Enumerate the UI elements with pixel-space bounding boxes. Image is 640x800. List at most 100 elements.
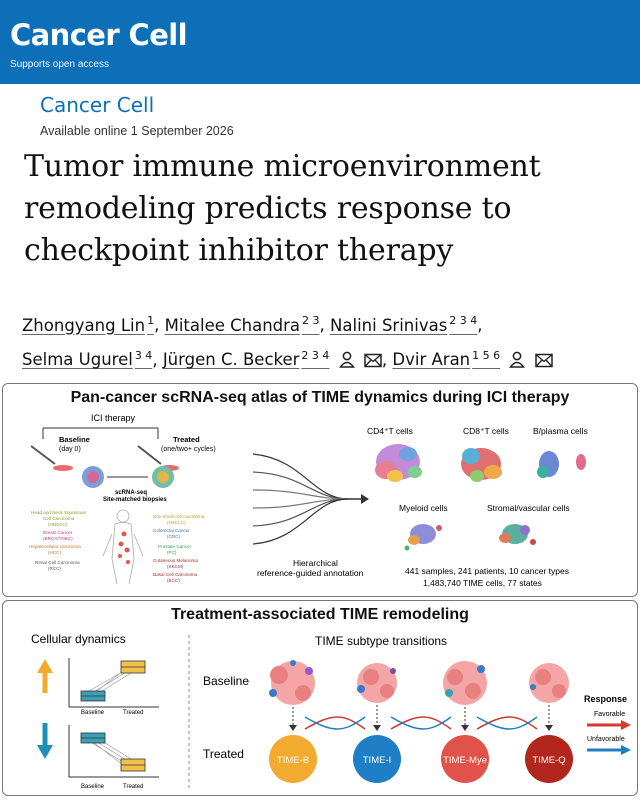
- subtype-time-i: TIME-I: [353, 735, 401, 783]
- svg-text:Hepatocellular carcinoma: Hepatocellular carcinoma: [29, 544, 81, 549]
- dynamics-plot-down: Baseline Treated: [68, 725, 159, 790]
- svg-text:TIME-Q: TIME-Q: [532, 755, 565, 766]
- annotation-label: Hierarchical: [293, 558, 338, 568]
- article-title: Tumor immune microenvironment remodeling…: [24, 146, 624, 272]
- subtype-time-mye: TIME-Mye: [441, 735, 489, 783]
- svg-text:TIME-Mye: TIME-Mye: [443, 755, 487, 766]
- unfavorable-arrow-icon: [587, 745, 631, 755]
- svg-text:Colorectal Cancer: Colorectal Cancer: [153, 528, 190, 533]
- axis-label: Treated: [123, 784, 143, 790]
- scrna-label: scRNA-seq: [115, 490, 147, 496]
- svg-text:Breast Cancer: Breast Cancer: [43, 530, 73, 535]
- author-affiliation[interactable]: 2 3 4: [301, 348, 330, 362]
- atlas-summary: 1,483,740 TIME cells, 77 states: [423, 578, 542, 588]
- author-affiliation[interactable]: 1 5 6: [472, 348, 501, 362]
- svg-text:Head and Neck Squamous: Head and Neck Squamous: [31, 510, 87, 515]
- axis-label: Baseline: [81, 710, 105, 716]
- decrease-arrow-icon: [37, 723, 53, 759]
- cell-type-label: CD8⁺T cells: [463, 426, 509, 436]
- tumor-cluster-icon: [443, 661, 487, 705]
- site-header: Cancer Cell Supports open access: [0, 0, 640, 84]
- title-line: remodeling predicts response to: [24, 191, 512, 226]
- author-name: Nalini Srinivas: [330, 315, 448, 335]
- cell-type-label: Myeloid cells: [399, 503, 448, 513]
- svg-text:Renal Cell Carcinoma: Renal Cell Carcinoma: [35, 560, 80, 565]
- svg-text:(HNSCC): (HNSCC): [48, 522, 68, 527]
- author-affiliation[interactable]: 2 3 4: [449, 314, 478, 327]
- svg-text:(RCC): (RCC): [48, 566, 61, 571]
- person-icon[interactable]: [338, 351, 355, 368]
- author-name: Selma Ugurel: [22, 350, 133, 369]
- cellular-dynamics-label: Cellular dynamics: [31, 632, 126, 646]
- increase-arrow-icon: [37, 659, 53, 693]
- cell-type-label: B/plasma cells: [533, 426, 588, 436]
- axis-label: Baseline: [81, 784, 105, 790]
- transition-curves: [304, 716, 538, 730]
- dynamics-plot-up: Baseline Treated: [68, 658, 159, 716]
- umap-bcell-cluster: [537, 451, 586, 478]
- response-legend-title: Response: [584, 694, 627, 704]
- svg-text:(BCC): (BCC): [167, 578, 180, 583]
- umap-stromal-cluster: [499, 524, 536, 545]
- tumor-cluster-icon: [269, 660, 315, 705]
- svg-text:Cell Carcinoma: Cell Carcinoma: [43, 516, 75, 521]
- cell-type-label: CD4⁺T cells: [367, 426, 413, 436]
- tumor-cluster-icon: [357, 663, 397, 703]
- row-label-treated: Treated: [203, 747, 244, 761]
- remodeling-figure: Cellular dynamics Baseline Treated: [31, 632, 631, 791]
- open-access-tagline: Supports open access: [10, 59, 109, 70]
- cancer-list-left: Head and Neck Squamous Cell Carcinoma (H…: [29, 510, 87, 571]
- annotation-label: reference-guided annotation: [257, 568, 364, 578]
- cancer-list-right: Non-small cell carcinoma (NSCLC) Colorec…: [153, 514, 205, 583]
- svg-text:(PC): (PC): [167, 550, 177, 555]
- subtype-time-q: TIME-Q: [525, 735, 573, 783]
- author-affiliation[interactable]: 1: [147, 314, 155, 327]
- availability-date: Available online 1 September 2026: [40, 124, 234, 138]
- title-line: Tumor immune microenvironment: [24, 149, 541, 184]
- author-name: Mitalee Chandra: [164, 315, 301, 335]
- treated-sub: (one/two+ cycles): [161, 446, 216, 453]
- axis-label: Treated: [123, 710, 143, 716]
- row-label-baseline: Baseline: [203, 674, 249, 688]
- subtype-time-b: TIME-B: [269, 735, 317, 783]
- svg-text:Basal Cell Carcinoma: Basal Cell Carcinoma: [153, 572, 198, 577]
- person-icon[interactable]: [509, 351, 526, 368]
- journal-name[interactable]: Cancer Cell: [40, 93, 155, 117]
- svg-text:TIME-I: TIME-I: [363, 755, 392, 766]
- brand-logo[interactable]: Cancer Cell: [10, 18, 188, 52]
- cell-type-label: Stromal/vascular cells: [487, 503, 570, 513]
- annotation-flow-lines: [252, 453, 369, 545]
- atlas-figure: ICI therapy Baseline (day 0) Treated (on…: [29, 413, 588, 588]
- svg-text:Prostate Cancer: Prostate Cancer: [158, 544, 192, 549]
- svg-text:Cutaneous Melanoma: Cutaneous Melanoma: [153, 558, 198, 563]
- baseline-sub: (day 0): [59, 446, 81, 453]
- tumor-cluster-icon: [529, 663, 569, 703]
- author-affiliation[interactable]: 3 4: [134, 348, 153, 362]
- svg-text:Non-small cell carcinoma: Non-small cell carcinoma: [153, 514, 205, 519]
- mail-icon[interactable]: [534, 353, 553, 368]
- author-name: Dvir Aran: [392, 350, 471, 369]
- graphical-abstract-panel-atlas: Pan-cancer scRNA-seq atlas of TIME dynam…: [2, 383, 638, 597]
- body-silhouette-icon: [102, 509, 144, 585]
- mail-icon[interactable]: [364, 353, 382, 368]
- svg-text:(HCC): (HCC): [48, 550, 61, 555]
- umap-cd8-cluster: [461, 448, 502, 482]
- legend-favorable: Favorable: [594, 711, 625, 718]
- ici-label: ICI therapy: [91, 413, 136, 423]
- author-name: Zhongyang Lin: [22, 315, 146, 335]
- panel-title: Treatment-associated TIME remodeling: [171, 606, 469, 623]
- svg-text:TIME-B: TIME-B: [277, 755, 309, 766]
- graphical-abstract-panel-remodeling: Treatment-associated TIME remodeling Cel…: [2, 600, 638, 796]
- svg-text:(SKCM): (SKCM): [167, 564, 184, 569]
- svg-text:(CRC): (CRC): [167, 534, 180, 539]
- author-affiliation[interactable]: 2 3: [302, 314, 320, 327]
- svg-text:(BRCA/TNBC): (BRCA/TNBC): [43, 536, 73, 541]
- biopsies-label: Site-matched biopsies: [103, 497, 167, 503]
